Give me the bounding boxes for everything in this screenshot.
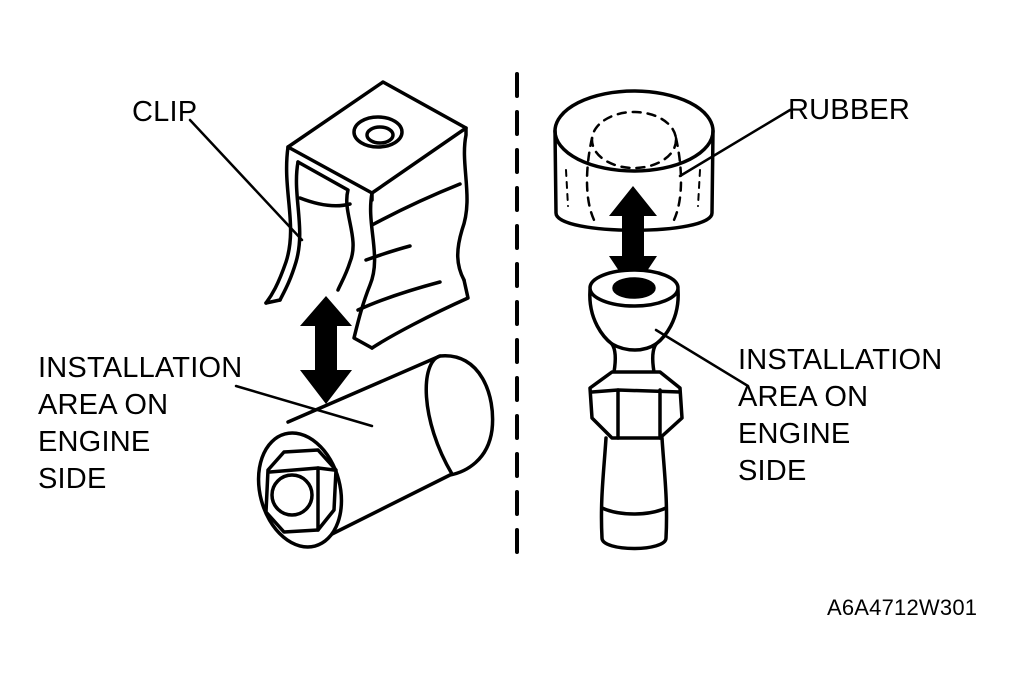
left-install-line-4: SIDE: [38, 463, 107, 495]
double-arrow-icon: [609, 186, 657, 292]
ball-stud-icon: [588, 268, 750, 551]
left-install-line-2: AREA ON: [38, 389, 169, 421]
right-install-line-4: SIDE: [738, 455, 807, 487]
figure-id: A6A4712W301: [827, 595, 978, 620]
rubber-cap-icon: [553, 89, 792, 232]
right-install-line-2: AREA ON: [738, 381, 869, 413]
right-install-line-3: ENGINE: [738, 418, 851, 450]
double-arrow-icon: [300, 296, 352, 404]
clip-label: CLIP: [132, 96, 198, 128]
left-install-line-1: INSTALLATION: [38, 352, 243, 384]
rubber-label: RUBBER: [788, 94, 911, 126]
clip-bracket-icon: [188, 80, 470, 350]
hex-bolt-cylinder-icon: [234, 354, 495, 549]
right-install-line-1: INSTALLATION: [738, 344, 943, 376]
left-install-line-3: ENGINE: [38, 426, 151, 458]
